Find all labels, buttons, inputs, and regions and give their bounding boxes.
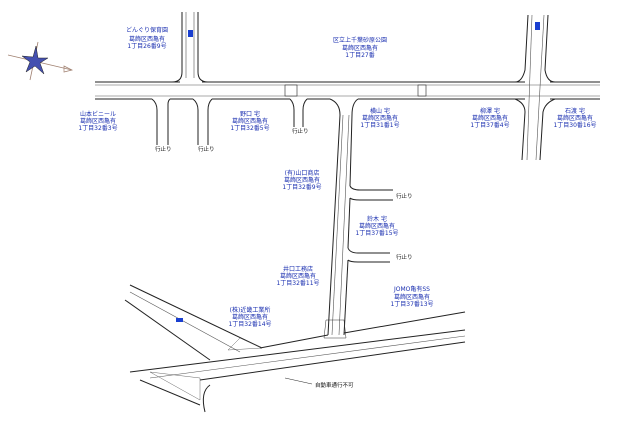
main-road xyxy=(95,81,600,100)
bottom-diagonal-road xyxy=(129,311,466,413)
side-streets xyxy=(151,98,308,145)
no-passage-note: 自動車通行不可 xyxy=(315,381,354,389)
dead-end-note: 行止り xyxy=(198,145,215,153)
compass-rose-icon xyxy=(7,41,74,81)
dead-end-note: 行止り xyxy=(155,145,172,153)
northwest-diagonal-road xyxy=(124,284,263,361)
north-road-right xyxy=(514,14,556,161)
dead-end-note: 行止り xyxy=(292,127,309,135)
north-road-left xyxy=(171,12,209,83)
central-road xyxy=(323,98,393,339)
dead-end-note: 行止り xyxy=(396,253,413,261)
dead-end-note: 行止り xyxy=(396,192,413,200)
